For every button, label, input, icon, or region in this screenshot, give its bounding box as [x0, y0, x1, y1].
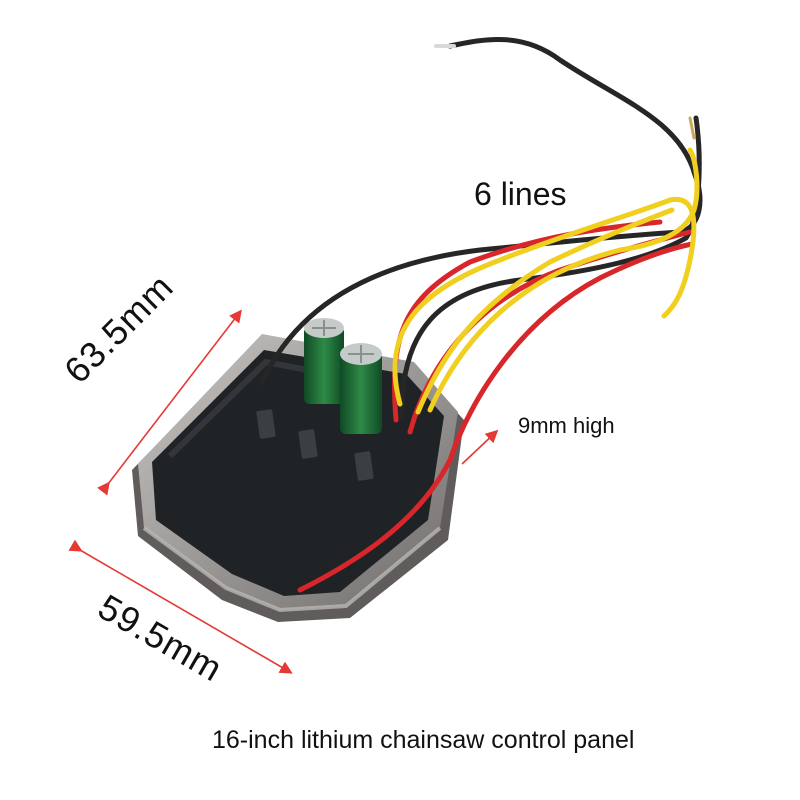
capacitor — [340, 343, 382, 434]
product-caption: 16-inch lithium chainsaw control panel — [212, 726, 635, 754]
wire-bundle — [259, 37, 703, 593]
wire-count-label: 6 lines — [474, 176, 567, 212]
control-board-housing — [132, 334, 464, 622]
width-dimension-arrow — [68, 539, 293, 674]
solder-terminals — [256, 409, 374, 481]
capacitor — [304, 318, 344, 404]
length-dimension-arrow — [97, 309, 242, 496]
height-dimension-arrow — [461, 429, 499, 465]
height-label: 9mm high — [518, 413, 615, 438]
